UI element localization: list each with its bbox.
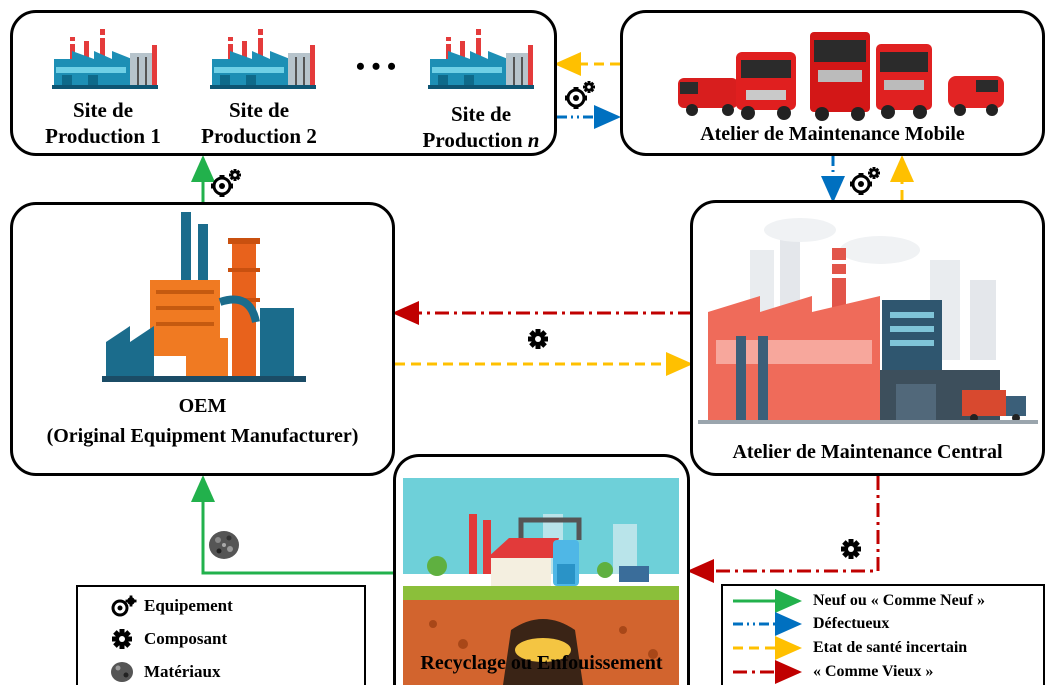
site-1-label: Site de Production 1 <box>45 98 161 149</box>
legend-flow-new: Neuf ou « Comme Neuf » <box>813 592 985 609</box>
legend-flows: Neuf ou « Comme Neuf » Défectueux Etat d… <box>721 584 1045 685</box>
factory-icon <box>209 28 317 90</box>
central-maintenance-label: Atelier de Maintenance Central <box>732 441 1003 463</box>
oem-factory-icon <box>102 212 306 382</box>
site-2-label: Site de Production 2 <box>201 98 317 149</box>
equipment-icon <box>111 595 137 617</box>
recycling-landfill-icon <box>403 478 679 685</box>
oem-box: OEM (Original Equipment Manufacturer) <box>10 202 395 476</box>
legend-flow-uncertain: Etat de santé incertain <box>813 639 968 656</box>
materials-icon <box>209 531 239 559</box>
equipment-icon <box>563 81 595 111</box>
component-icon <box>528 329 548 349</box>
central-maintenance-box: Atelier de Maintenance Central <box>690 200 1045 476</box>
factory-icon <box>427 28 535 90</box>
ellipsis: • • • <box>355 52 397 81</box>
arrow-central-to-recycle <box>687 476 880 583</box>
arrow-recycle-to-oem <box>191 475 400 575</box>
legend-component: Composant <box>106 628 227 650</box>
legend-items: Equipement Composant Matériaux <box>76 585 366 685</box>
central-workshop-icon <box>698 218 1038 424</box>
equipment-icon <box>848 167 880 197</box>
legend-equipment: Equipement <box>106 595 233 617</box>
component-icon <box>841 539 861 559</box>
mobile-maintenance-label: Atelier de Maintenance Mobile <box>700 123 965 145</box>
site-n-label: Site de Production n <box>422 102 540 153</box>
legend-flow-defective: Défectueux <box>813 615 890 632</box>
legend-flow-lines <box>733 589 802 684</box>
materials-icon <box>111 662 133 682</box>
recycling-box: Recyclage ou Enfouissement <box>393 454 690 685</box>
equipment-icon <box>209 169 241 199</box>
production-sites-box: • • • Site de Production 1 Site de Produ… <box>10 10 557 156</box>
factory-icon <box>51 28 159 90</box>
recycling-label: Recyclage ou Enfouissement <box>420 652 663 674</box>
trucks-icon <box>678 32 1004 121</box>
oem-label: OEM (Original Equipment Manufacturer) <box>46 395 359 447</box>
legend-flow-old: « Comme Vieux » <box>813 663 934 680</box>
component-icon <box>112 629 132 649</box>
mobile-maintenance-box: Atelier de Maintenance Mobile <box>620 10 1045 156</box>
legend-materials: Matériaux <box>106 661 220 683</box>
